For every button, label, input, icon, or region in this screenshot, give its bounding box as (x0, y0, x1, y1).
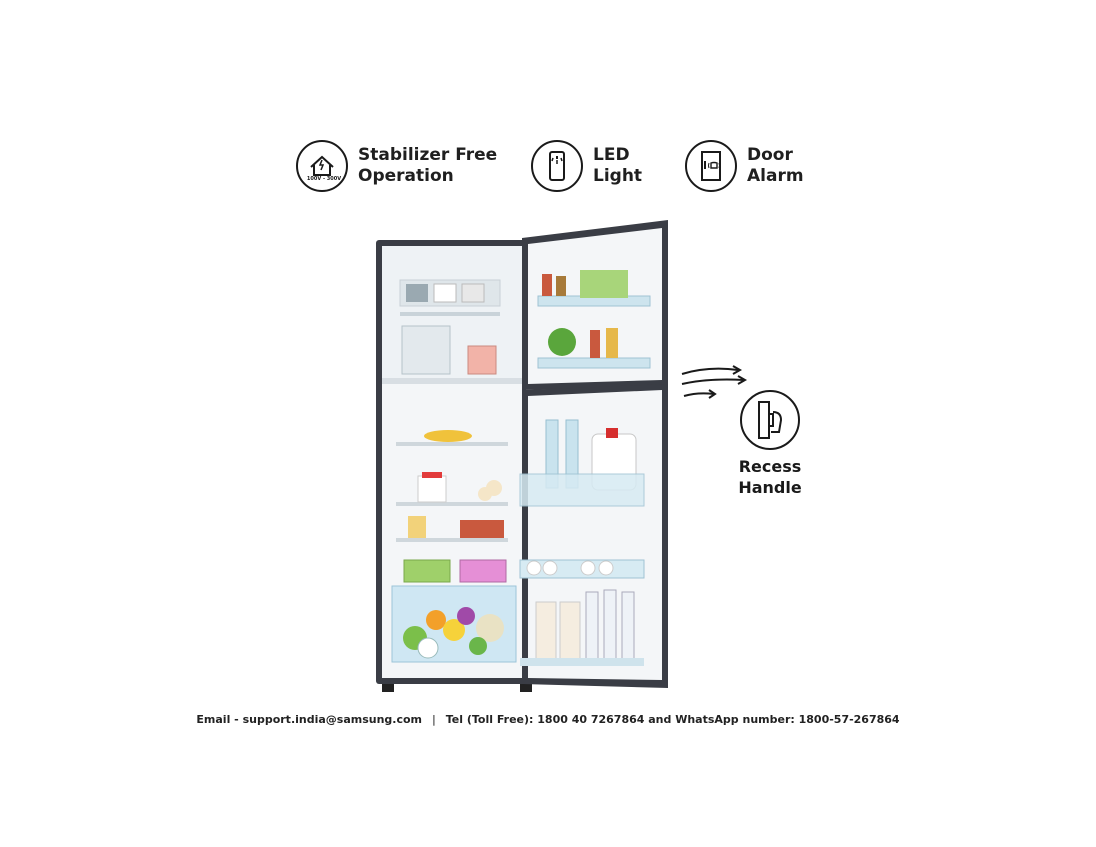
recess-handle-label: Recess Handle (738, 457, 802, 497)
feature-door-alarm: Door Alarm (685, 140, 804, 192)
support-phone: Tel (Toll Free): 1800 40 7267864 and Wha… (445, 713, 900, 726)
support-email: Email - support.india@samsung.com (196, 713, 423, 726)
contact-footer: Email - support.india@samsung.com | Tel … (0, 713, 1096, 726)
door-alarm-icon (685, 140, 737, 192)
feature-label: Door Alarm (747, 145, 804, 186)
refrigerator-image (376, 220, 668, 692)
feature-label: Stabilizer Free Operation (358, 145, 498, 186)
door-swing-arrows-icon (681, 365, 748, 399)
recess-handle-icon (740, 390, 800, 450)
house-voltage-icon: 100V - 300V (296, 140, 348, 192)
voltage-range: 100V - 300V (306, 176, 342, 182)
feature-label: LED Light (593, 145, 643, 186)
feature-stabilizer-free: 100V - 300V Stabilizer Free Operation (296, 140, 497, 192)
led-light-icon (531, 140, 583, 192)
footer-separator: | (431, 713, 436, 726)
feature-led-light: LED Light (531, 140, 642, 192)
